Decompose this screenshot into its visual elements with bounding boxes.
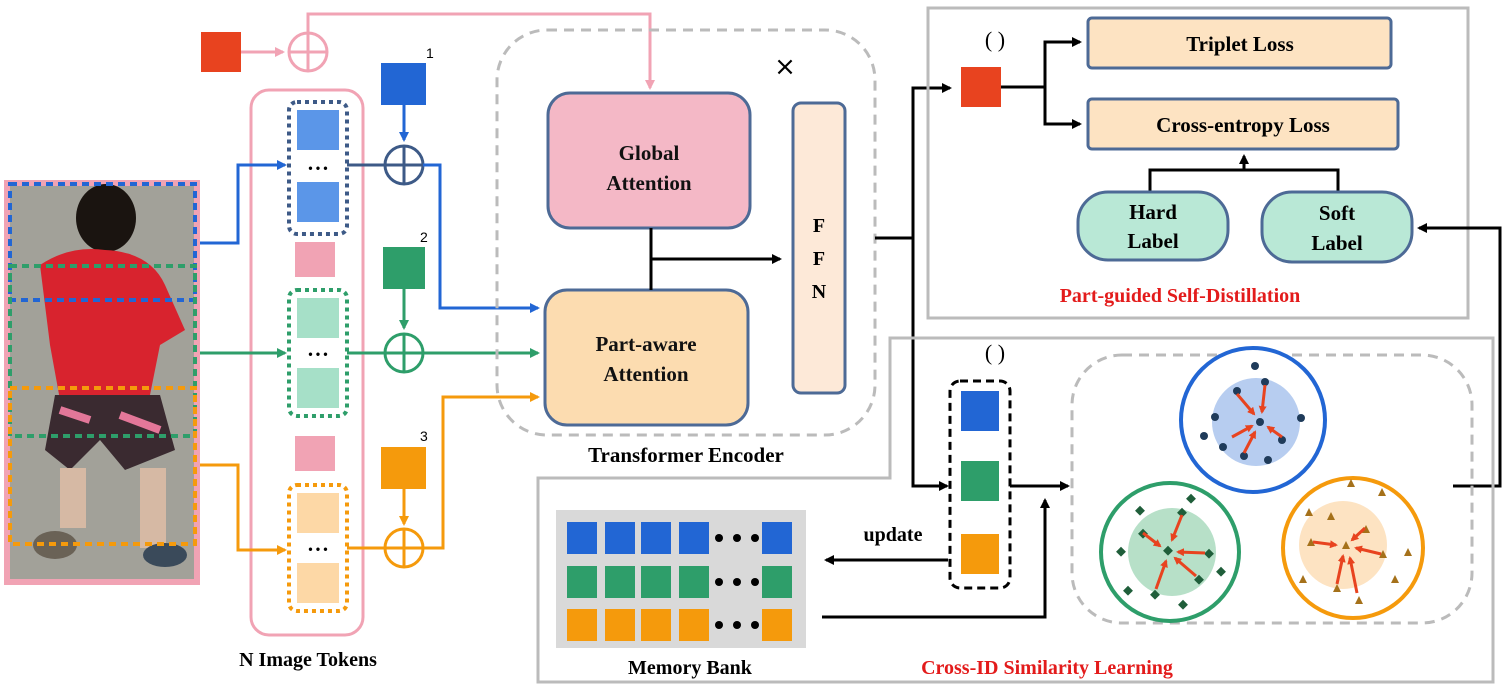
cls-token xyxy=(201,32,241,72)
global-attention-block xyxy=(546,91,752,230)
memory-row-blue xyxy=(567,522,792,554)
green-token xyxy=(297,368,339,408)
soft-label-text: Label xyxy=(1311,231,1363,255)
part-feature-blue xyxy=(961,391,999,431)
cls-to-global-arrow xyxy=(306,12,655,90)
part-index-2: 2 xyxy=(420,229,428,245)
ffn-to-parts-arrow xyxy=(911,238,949,491)
soft-label-box xyxy=(1260,190,1414,264)
part-feature-green xyxy=(961,461,999,501)
blue-input-arrow xyxy=(200,160,287,245)
token-ellipsis: • • • xyxy=(308,347,327,361)
global-attention-label: Attention xyxy=(606,171,691,195)
paren-top: ( ) xyxy=(985,27,1005,52)
triplet-loss-label: Triplet Loss xyxy=(1186,32,1294,56)
memory-row-orange xyxy=(567,609,792,641)
transformer-encoder-box xyxy=(495,28,877,437)
cross-entropy-loss-box xyxy=(1086,97,1400,151)
cross-id-panel xyxy=(536,336,1495,684)
blue-part-box xyxy=(8,182,197,302)
blue-token xyxy=(297,182,339,222)
orange-cluster xyxy=(1281,476,1425,620)
orange-token xyxy=(297,493,339,533)
triplet-loss-box xyxy=(1086,16,1393,70)
ffn-label: F xyxy=(813,215,825,237)
orange-to-part-attn-arrow xyxy=(423,392,540,550)
transformer-encoder-label: Transformer Encoder xyxy=(588,443,784,467)
ffn-output-line xyxy=(875,83,952,240)
cisl-title: Cross-ID Similarity Learning xyxy=(921,657,1173,679)
part-token-2 xyxy=(383,247,425,289)
blue-add-icon xyxy=(383,144,425,186)
person-image xyxy=(4,180,200,585)
part-attention-label: Attention xyxy=(603,362,688,386)
part-aware-attention-block xyxy=(543,288,750,427)
ffn-label: F xyxy=(813,248,825,270)
paren-mid: ( ) xyxy=(985,340,1005,365)
part-attention-label: Part-aware xyxy=(595,332,696,356)
part-index-3: 3 xyxy=(420,428,428,444)
blue-token xyxy=(297,110,339,150)
orange-add-icon xyxy=(383,527,425,569)
token-ellipsis: • • • xyxy=(308,542,327,556)
pink-token xyxy=(295,242,335,277)
image-tokens-container xyxy=(249,88,365,637)
hard-label-text: Hard xyxy=(1129,200,1177,224)
part-token-1 xyxy=(381,63,426,105)
orange-input-arrow xyxy=(200,463,287,555)
hard-label-box xyxy=(1076,190,1230,262)
cls-add-icon xyxy=(287,31,329,73)
token-ellipsis: • • • xyxy=(308,161,327,175)
part-feature-orange xyxy=(961,534,999,574)
ffn-block xyxy=(791,101,847,395)
pink-token xyxy=(295,436,335,471)
green-part-box xyxy=(8,264,197,438)
global-attention-label: Global xyxy=(619,141,680,165)
repeat-times-icon: × xyxy=(774,52,796,82)
ffn-label: N xyxy=(812,281,827,303)
soft-label-text: Soft xyxy=(1319,201,1355,225)
green-token xyxy=(297,298,339,338)
cls-output-token xyxy=(961,67,1001,107)
clusters-container xyxy=(1070,353,1474,625)
update-label: update xyxy=(864,524,923,546)
blue-cluster xyxy=(1179,346,1327,494)
orange-part-box xyxy=(8,386,197,546)
n-image-tokens-label: N Image Tokens xyxy=(239,649,377,671)
blue-to-part-attn-arrow xyxy=(423,163,540,313)
green-add-icon xyxy=(383,332,425,374)
memory-to-features-arrow xyxy=(822,498,1050,619)
part-token-3 xyxy=(381,447,426,489)
memory-row-green xyxy=(567,566,792,598)
orange-token xyxy=(297,563,339,603)
self-distillation-panel xyxy=(926,6,1470,320)
green-cluster xyxy=(1099,481,1241,623)
blue-token-group xyxy=(287,100,349,236)
soft-label-feedback-arrow xyxy=(1417,223,1502,488)
cross-entropy-loss-label: Cross-entropy Loss xyxy=(1156,113,1330,137)
part-index-1: 1 xyxy=(426,45,434,61)
psd-title: Part-guided Self-Distillation xyxy=(1060,285,1301,307)
hard-label-text: Label xyxy=(1127,229,1179,253)
memory-bank-label: Memory Bank xyxy=(628,657,753,679)
